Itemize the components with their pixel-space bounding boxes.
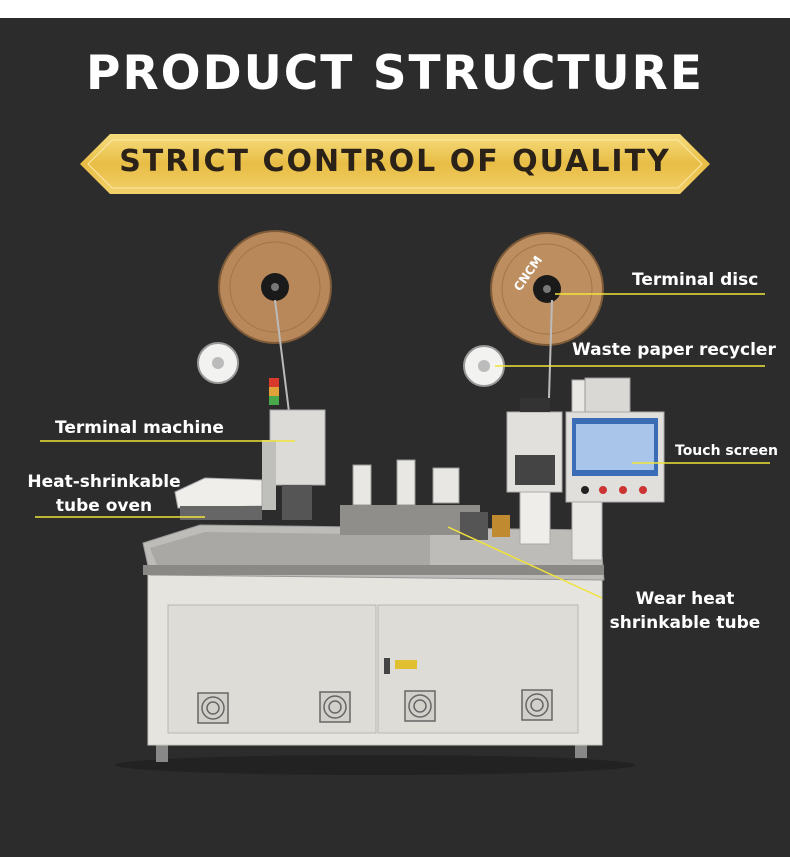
callout-lines [35, 293, 770, 599]
signal-tower [269, 378, 279, 405]
quality-banner: STRICT CONTROL OF QUALITY [80, 134, 710, 194]
table-edge [143, 565, 604, 575]
top-white-strip [0, 0, 790, 18]
middle-feeder-units [340, 459, 510, 540]
right-terminal-reel: CNCM [490, 232, 604, 346]
callout-wear-line-2: shrinkable tube [609, 613, 761, 633]
callout-wear-heat-shrinkable-tube: Wear heat shrinkable tube [604, 587, 766, 635]
cabinet-lock [384, 658, 390, 674]
page-title: PRODUCT STRUCTURE [86, 46, 704, 101]
heat-shrink-oven [174, 477, 263, 520]
callout-touch-screen: Touch screen [675, 443, 778, 459]
machine-photo: CNCM [35, 230, 770, 775]
vent-fans [197, 689, 553, 724]
right-terminal-press [506, 398, 563, 545]
left-waste-wheel [197, 342, 239, 384]
callout-terminal-disc: Terminal disc [632, 270, 759, 290]
banner-ribbon-shape [80, 134, 710, 194]
callout-wear-line-1: Wear heat [635, 589, 735, 609]
callout-waste-paper-recycler: Waste paper recycler [572, 340, 776, 360]
left-terminal-reel [218, 230, 332, 344]
callout-terminal-machine: Terminal machine [55, 418, 224, 438]
banner-subtitle: STRICT CONTROL OF QUALITY [119, 144, 671, 179]
touch-screen-unit [565, 377, 665, 561]
callout-heat-line-1: Heat-shrinkable [27, 472, 181, 492]
warning-sticker [395, 660, 417, 669]
left-terminal-press [262, 409, 326, 520]
callout-heat-line-2: tube oven [55, 496, 153, 516]
callout-heat-shrinkable-oven: Heat-shrinkable tube oven [24, 470, 184, 518]
stainless-tray [150, 532, 430, 572]
